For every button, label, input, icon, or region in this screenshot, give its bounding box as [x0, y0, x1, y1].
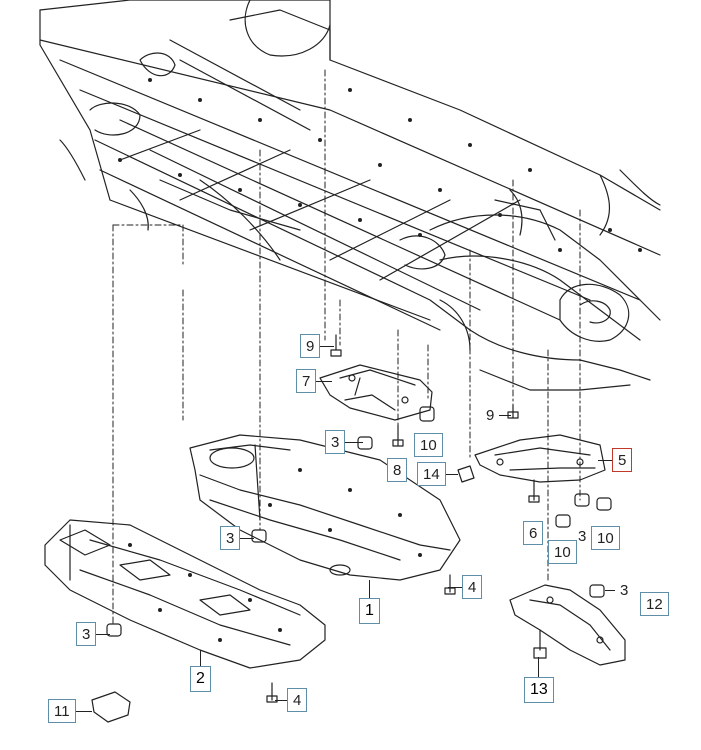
callout-10-left: 10	[548, 540, 577, 564]
callout-3-part7: 3	[325, 430, 364, 454]
callout-4-part1: 4	[448, 575, 483, 599]
callout-7: 7	[296, 369, 333, 393]
callout-9-upper: 9	[300, 334, 335, 358]
part-12-bracket	[509, 584, 626, 666]
fasteners	[91, 334, 612, 723]
callout-14: 14	[417, 462, 458, 486]
part-2-panel	[44, 519, 326, 669]
callout-13: 13	[524, 657, 554, 703]
callout-5: 5	[598, 448, 633, 472]
callout-3-part1: 3	[220, 526, 255, 550]
assembly-lines	[112, 69, 581, 626]
callout-6: 6	[523, 521, 544, 545]
callout-3-part5: 3	[573, 524, 592, 548]
vehicle-underbody	[39, 0, 661, 391]
callout-10-right: 10	[591, 526, 620, 550]
callout-12: 12	[640, 592, 669, 616]
callout-11: 11	[48, 699, 92, 723]
callout-2: 2	[190, 650, 211, 692]
callout-3-part2: 3	[76, 622, 111, 646]
part-5-shield	[474, 434, 606, 483]
callout-1: 1	[359, 580, 380, 624]
callout-4-part2: 4	[275, 688, 308, 712]
part-1-panel	[189, 434, 461, 581]
callout-8: 8	[387, 458, 408, 482]
callout-9-right: 9	[481, 403, 512, 427]
part-7-shield	[319, 364, 433, 421]
callout-10-upper: 10	[414, 433, 443, 457]
callout-3-part12: 3	[605, 578, 634, 602]
